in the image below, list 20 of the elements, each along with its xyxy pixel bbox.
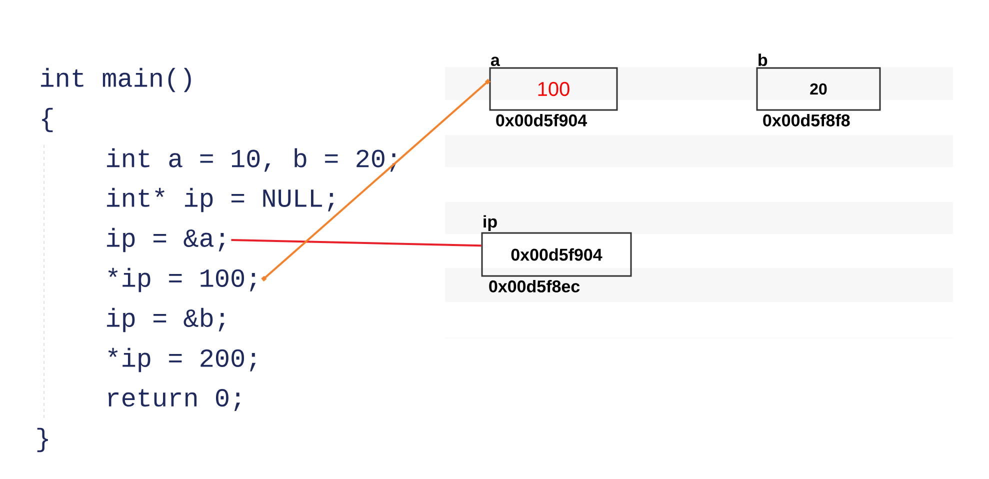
code-line: ip = &b; <box>107 308 224 332</box>
code-line: { <box>42 108 53 132</box>
node-label: 0x00d5f904 <box>496 114 588 126</box>
code-line: int a = 10, b = 20; <box>107 148 396 172</box>
code-line: *ip = 200; <box>108 348 256 372</box>
connector-line <box>231 239 482 247</box>
node-label: 0x00d5f8ec <box>489 280 580 292</box>
node-label: a <box>490 56 500 66</box>
code-line: ip = &a; <box>107 228 224 252</box>
memory-box: 20 b 0x00d5f8f8 <box>756 54 881 126</box>
node-label: 0x00d5f8f8 <box>763 114 850 126</box>
code-line: return 0; <box>108 389 240 411</box>
node-label: b <box>758 54 768 66</box>
code-line: *ip = 100; <box>108 268 256 292</box>
memory-box: 0x00d5f904 ip 0x00d5f8ec <box>481 215 632 292</box>
code-line: int* ip = NULL; <box>107 188 334 212</box>
node-label: ip <box>484 215 497 232</box>
code-line: int main() <box>41 68 191 92</box>
code-line: } <box>37 428 48 452</box>
memory-box: 100 a 0x00d5f904 <box>489 56 618 126</box>
